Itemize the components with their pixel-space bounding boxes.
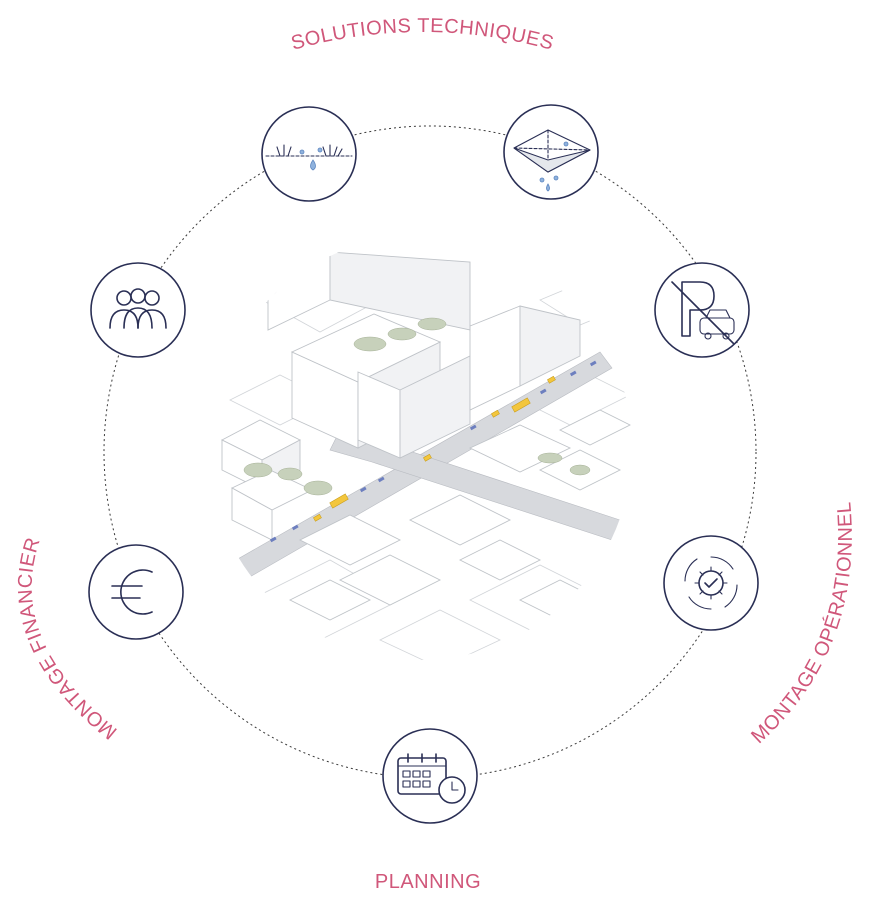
node-finance[interactable]	[88, 544, 184, 640]
label-solutions-techniques: SOLUTIONS TECHNIQUES	[289, 15, 556, 55]
node-planning[interactable]	[382, 728, 478, 824]
node-operations[interactable]	[663, 535, 759, 631]
node-stakeholders[interactable]	[90, 262, 186, 358]
infiltration-pyramid-icon	[513, 129, 591, 192]
node-no-parking[interactable]	[654, 262, 750, 358]
city-illustration	[208, 236, 632, 660]
label-montage-operationnel: MONTAGE OPÉRATIONNEL	[747, 501, 857, 748]
label-planning: PLANNING	[375, 871, 481, 893]
euro-icon	[111, 569, 153, 615]
node-infiltration-basin[interactable]	[503, 104, 599, 200]
grass-water-drop-icon	[265, 144, 353, 171]
people-group-icon	[109, 288, 167, 329]
node-vegetated-drainage[interactable]	[261, 106, 357, 202]
calendar-clock-icon	[397, 753, 466, 804]
trees	[243, 317, 591, 496]
vehicles	[269, 360, 597, 543]
gear-cycle-check-icon	[684, 556, 738, 610]
no-parking-car-icon	[671, 281, 735, 345]
